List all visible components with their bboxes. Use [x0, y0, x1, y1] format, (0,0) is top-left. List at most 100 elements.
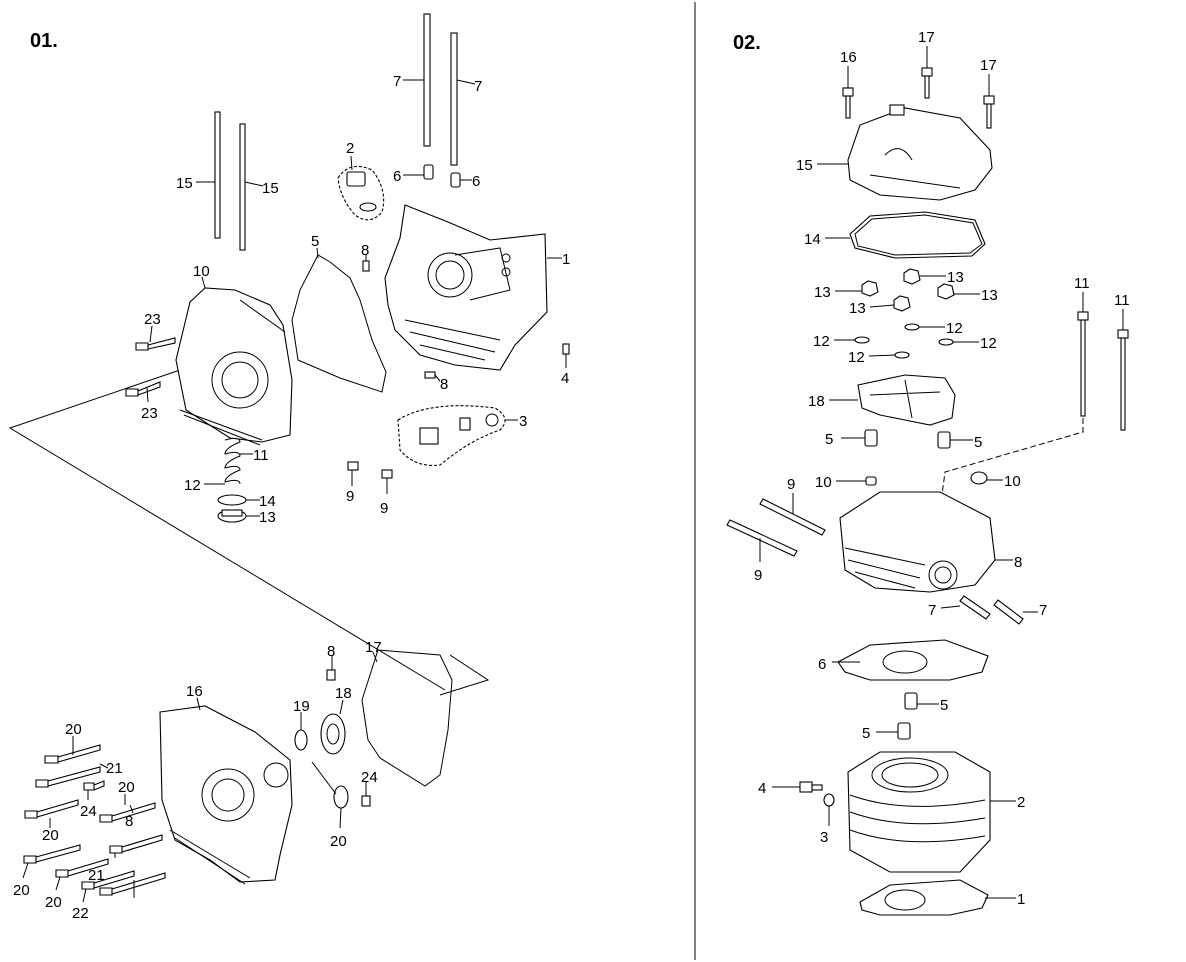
cylinder-head-part — [839, 491, 996, 593]
strainer-part — [419, 427, 439, 445]
callout-label: 5 — [940, 697, 948, 714]
cylinder-head-cover-part — [889, 104, 905, 116]
pin-part — [362, 260, 370, 272]
callout-label: 15 — [176, 175, 193, 192]
side-cover-part — [221, 361, 259, 399]
stud-part — [1077, 311, 1089, 321]
nut-part — [861, 280, 879, 297]
bolt-part — [83, 780, 105, 791]
callout-label: 7 — [474, 78, 482, 95]
gasket-part — [291, 254, 387, 393]
callout-label: 9 — [787, 476, 795, 493]
bolt-part — [842, 87, 854, 97]
bolt-part — [81, 870, 135, 890]
callout-label: 20 — [118, 779, 135, 796]
callout-label: 23 — [144, 311, 161, 328]
section-01-diagram — [8, 13, 570, 896]
bolt-part — [23, 844, 81, 864]
bearing-part — [326, 723, 340, 745]
side-cover-part — [211, 351, 269, 409]
callout-label: 14 — [259, 493, 276, 510]
bolt-part — [921, 67, 933, 77]
bolt-part — [35, 766, 101, 788]
callout-label: 5 — [825, 431, 833, 448]
callout-label: 8 — [125, 813, 133, 830]
rod-part — [423, 13, 431, 147]
callout-label: 13 — [947, 269, 964, 286]
cylinder-part — [849, 794, 986, 843]
rod-part — [726, 519, 798, 557]
callout-label: 9 — [380, 500, 388, 517]
callout-label: 22 — [72, 905, 89, 922]
callout-label: 1 — [562, 251, 570, 268]
crankcase-part — [427, 252, 473, 298]
strainer-part — [397, 405, 506, 466]
nut-part — [903, 268, 921, 285]
bolt-part — [381, 469, 393, 479]
crankcase-part — [435, 260, 465, 290]
dowel-part — [450, 172, 461, 188]
callout-label: 6 — [393, 168, 401, 185]
gasket-part — [361, 649, 453, 787]
bolt-part — [55, 858, 109, 878]
filler-cap-part — [359, 202, 377, 212]
rod-part — [214, 111, 221, 239]
crankcase-part — [501, 253, 511, 263]
pin-part — [326, 669, 336, 681]
callout-label: 8 — [1014, 554, 1022, 571]
bolt-part — [811, 784, 823, 791]
callout-label: 18 — [808, 393, 825, 410]
callout-label: 13 — [849, 300, 866, 317]
washer-part — [823, 793, 835, 807]
washer-part — [938, 338, 954, 346]
bolt-part — [986, 103, 992, 129]
screw-part — [562, 343, 570, 355]
callout-label: 8 — [361, 242, 369, 259]
callout-label: 23 — [141, 405, 158, 422]
crankcase-part — [384, 204, 548, 371]
washer-part — [904, 323, 920, 331]
cylinder-head-cover-part — [847, 107, 993, 201]
gasket-part — [882, 650, 928, 674]
section-01-callouts: 15 15 7 7 2 6 6 5 8 1 10 23 23 4 8 3 11 … — [13, 73, 570, 922]
cylinder-head-cover-part — [869, 148, 961, 189]
stud-part — [1120, 337, 1126, 431]
callout-label: 13 — [814, 284, 831, 301]
callout-label: 5 — [974, 434, 982, 451]
pin-part — [970, 471, 988, 485]
crankcase-cover-part — [201, 768, 255, 822]
gasket-part — [849, 211, 986, 259]
callout-label: 11 — [1074, 275, 1090, 292]
callout-label: 3 — [519, 413, 527, 430]
callout-label: 12 — [848, 349, 865, 366]
gasket-part — [884, 889, 926, 911]
filler-cap-part — [346, 171, 366, 187]
assembly-frame-line — [439, 654, 490, 696]
bolt-part — [799, 781, 813, 793]
callout-label: 20 — [42, 827, 59, 844]
callout-label: 4 — [561, 370, 569, 387]
dowel-part — [897, 722, 911, 740]
bolt-part — [845, 95, 851, 119]
assembly-frame-line — [8, 369, 446, 691]
rocker-holder-part — [869, 379, 941, 419]
oil-seal-part — [294, 729, 308, 751]
bolt-part — [99, 802, 156, 823]
callout-label: 1 — [1017, 891, 1025, 908]
callout-label: 9 — [346, 488, 354, 505]
dowel-part — [864, 429, 878, 447]
callout-label: 9 — [754, 567, 762, 584]
callout-label: 10 — [193, 263, 210, 280]
section-02-callouts: 16 17 17 15 14 13 13 13 13 12 12 12 12 1… — [754, 29, 1130, 908]
gasket-part — [854, 214, 983, 256]
callout-label: 20 — [13, 882, 30, 899]
cylinder-part — [881, 762, 939, 788]
callout-label: 20 — [330, 833, 347, 850]
rod-part — [239, 123, 246, 251]
bearing-part — [320, 713, 346, 755]
pin-part — [993, 599, 1024, 625]
side-cover-part — [175, 287, 293, 443]
cylinder-part — [847, 751, 991, 873]
washer-part — [217, 494, 247, 506]
